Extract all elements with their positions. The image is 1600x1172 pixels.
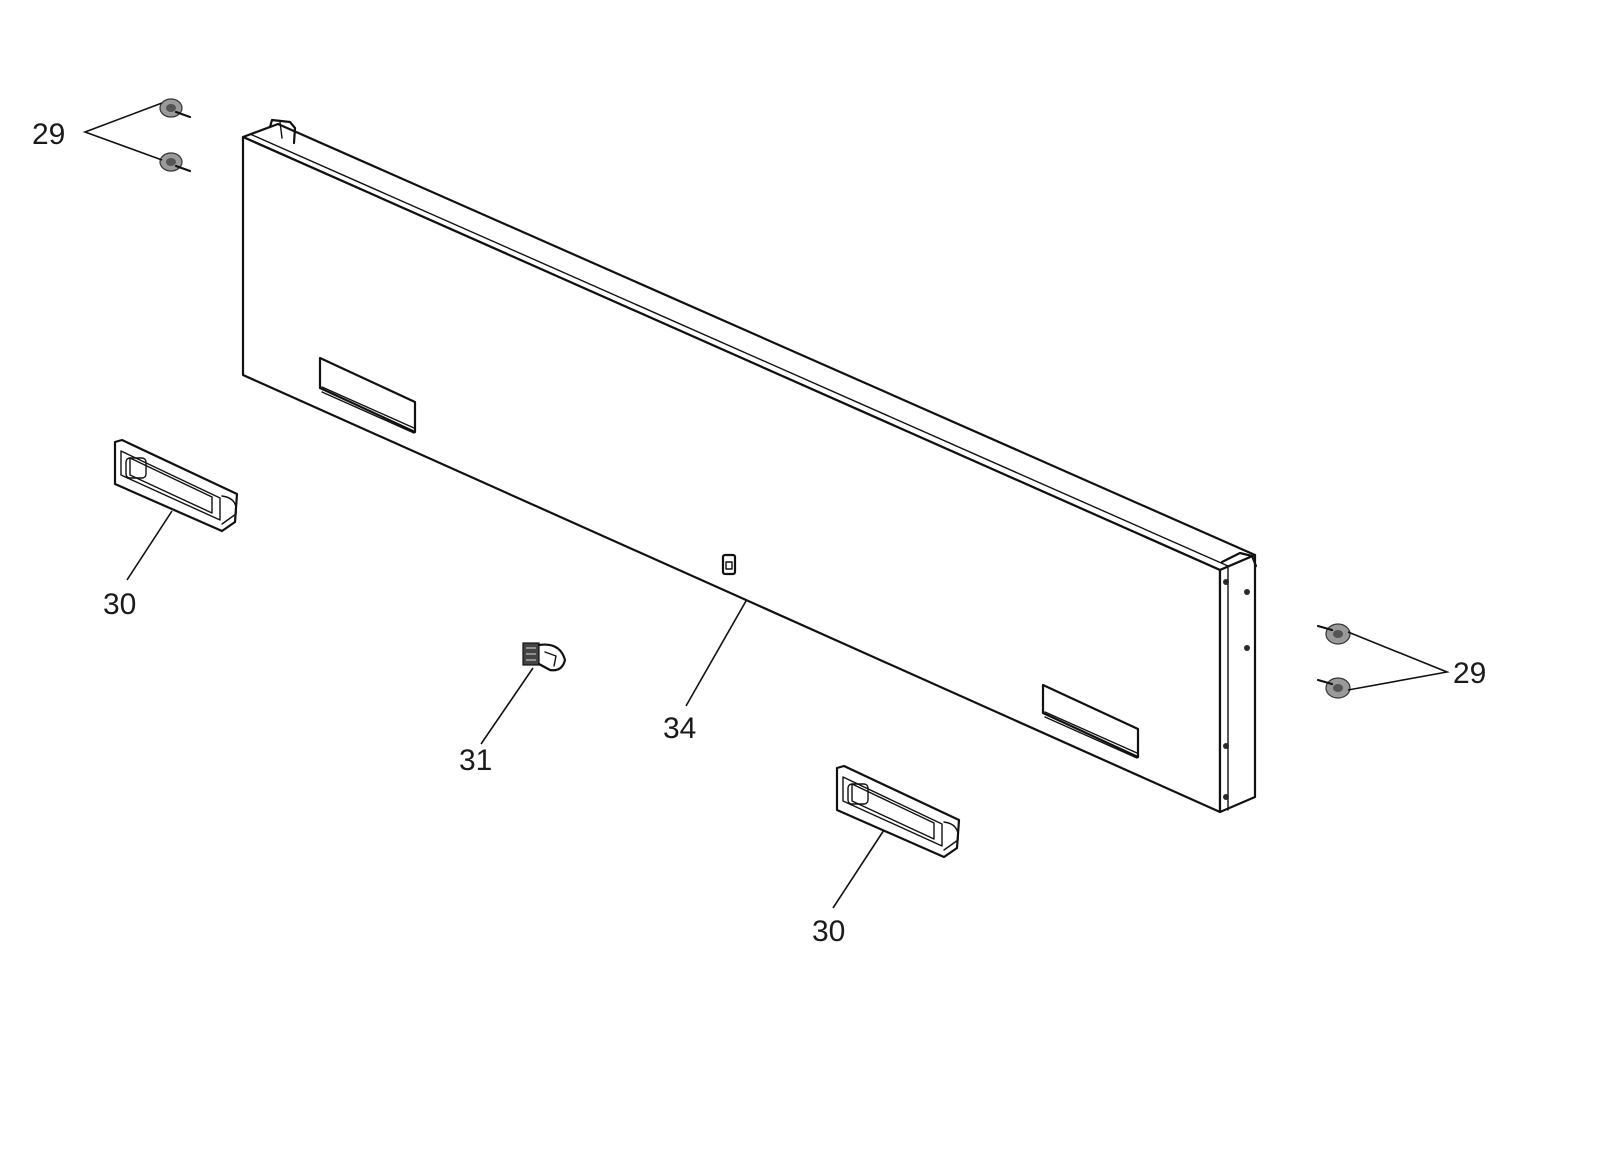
panel-slot-right	[1041, 683, 1140, 759]
callout-30-lower: 30	[812, 915, 845, 948]
callout-29-top-left: 29	[32, 118, 65, 151]
handle-lower	[835, 764, 961, 859]
knob-top-left-upper	[159, 98, 192, 119]
callout-31-clip: 31	[459, 744, 492, 777]
panel-slot-left	[318, 356, 417, 434]
knob-top-left-lower	[159, 152, 192, 173]
callout-29-right: 29	[1453, 657, 1486, 690]
handle-left	[113, 438, 239, 533]
knob-right-lower	[1316, 677, 1351, 699]
knob-right-upper	[1316, 623, 1351, 645]
callout-34-panel: 34	[663, 712, 696, 745]
panel-lock-hole	[721, 553, 737, 576]
callout-30-left: 30	[103, 588, 136, 621]
clip-part	[522, 642, 567, 672]
front-panel	[241, 118, 1258, 814]
